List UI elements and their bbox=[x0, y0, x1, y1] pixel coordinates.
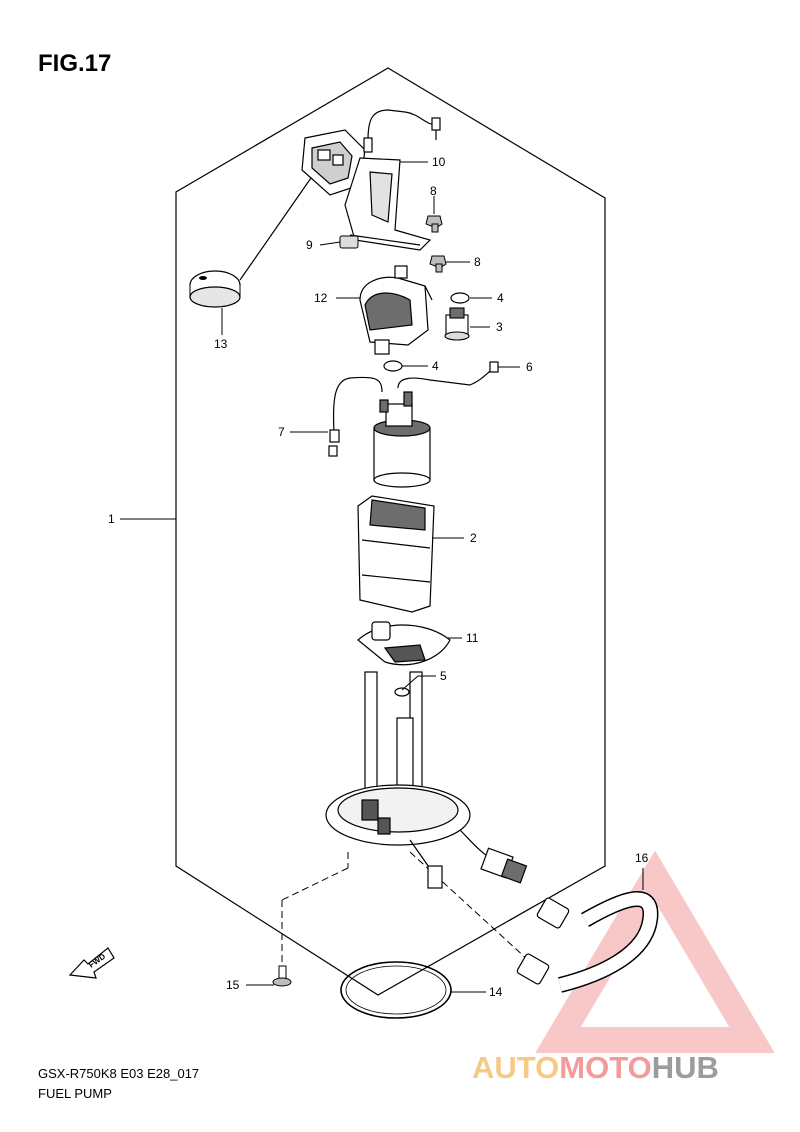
callout-3: 3 bbox=[496, 320, 503, 334]
pump-case bbox=[357, 495, 435, 613]
callout-12: 12 bbox=[314, 291, 328, 305]
assembly-boundary bbox=[175, 67, 606, 996]
screw bbox=[272, 965, 292, 987]
pressure-regulator-housing bbox=[359, 265, 433, 355]
callout-4-lower: 4 bbox=[432, 359, 439, 373]
wire-leads bbox=[328, 361, 499, 457]
callout-11: 11 bbox=[466, 631, 479, 645]
callout-8-upper: 8 bbox=[430, 184, 437, 198]
fuel-pump-motor bbox=[373, 391, 431, 488]
pump-base-plate bbox=[325, 671, 471, 889]
clip bbox=[339, 235, 359, 249]
forward-direction-icon: FWD bbox=[68, 947, 115, 979]
callout-9: 9 bbox=[306, 238, 313, 252]
callout-15: 15 bbox=[226, 978, 240, 992]
callout-2: 2 bbox=[470, 531, 477, 545]
fuel-filter bbox=[357, 621, 451, 666]
callout-8-lower: 8 bbox=[474, 255, 481, 269]
callout-7: 7 bbox=[278, 425, 285, 439]
callout-leaders bbox=[120, 161, 644, 993]
callout-6: 6 bbox=[526, 360, 533, 374]
fuel-level-sender bbox=[301, 129, 366, 196]
section-name: FUEL PUMP bbox=[38, 1086, 112, 1101]
o-ring-small bbox=[394, 687, 410, 697]
fuel-hose bbox=[516, 891, 659, 993]
watermark-part-auto: AUTO bbox=[472, 1050, 560, 1085]
callout-4-upper: 4 bbox=[497, 291, 504, 305]
figure-title: FIG.17 bbox=[38, 50, 112, 77]
callout-5: 5 bbox=[440, 669, 447, 683]
top-wire-harness bbox=[363, 109, 441, 153]
bolts bbox=[425, 215, 447, 273]
coupler-harness bbox=[459, 829, 528, 884]
callout-10: 10 bbox=[432, 155, 446, 169]
bracket bbox=[344, 157, 432, 251]
callout-13: 13 bbox=[214, 337, 228, 351]
watermark-part-moto: MOTO bbox=[559, 1050, 652, 1085]
callout-16: 16 bbox=[635, 851, 649, 865]
model-code: GSX-R750K8 E03 E28_017 bbox=[38, 1066, 200, 1081]
callout-1: 1 bbox=[108, 512, 115, 526]
watermark-logo: AUTOMOTOHUB bbox=[472, 1050, 719, 1086]
gasket bbox=[340, 961, 452, 1019]
pressure-regulator bbox=[444, 307, 470, 341]
fuel-level-gauge-float bbox=[189, 164, 321, 308]
watermark-part-hub: HUB bbox=[651, 1050, 719, 1085]
callout-14: 14 bbox=[489, 985, 503, 999]
watermark-triangle-icon bbox=[535, 850, 775, 1053]
